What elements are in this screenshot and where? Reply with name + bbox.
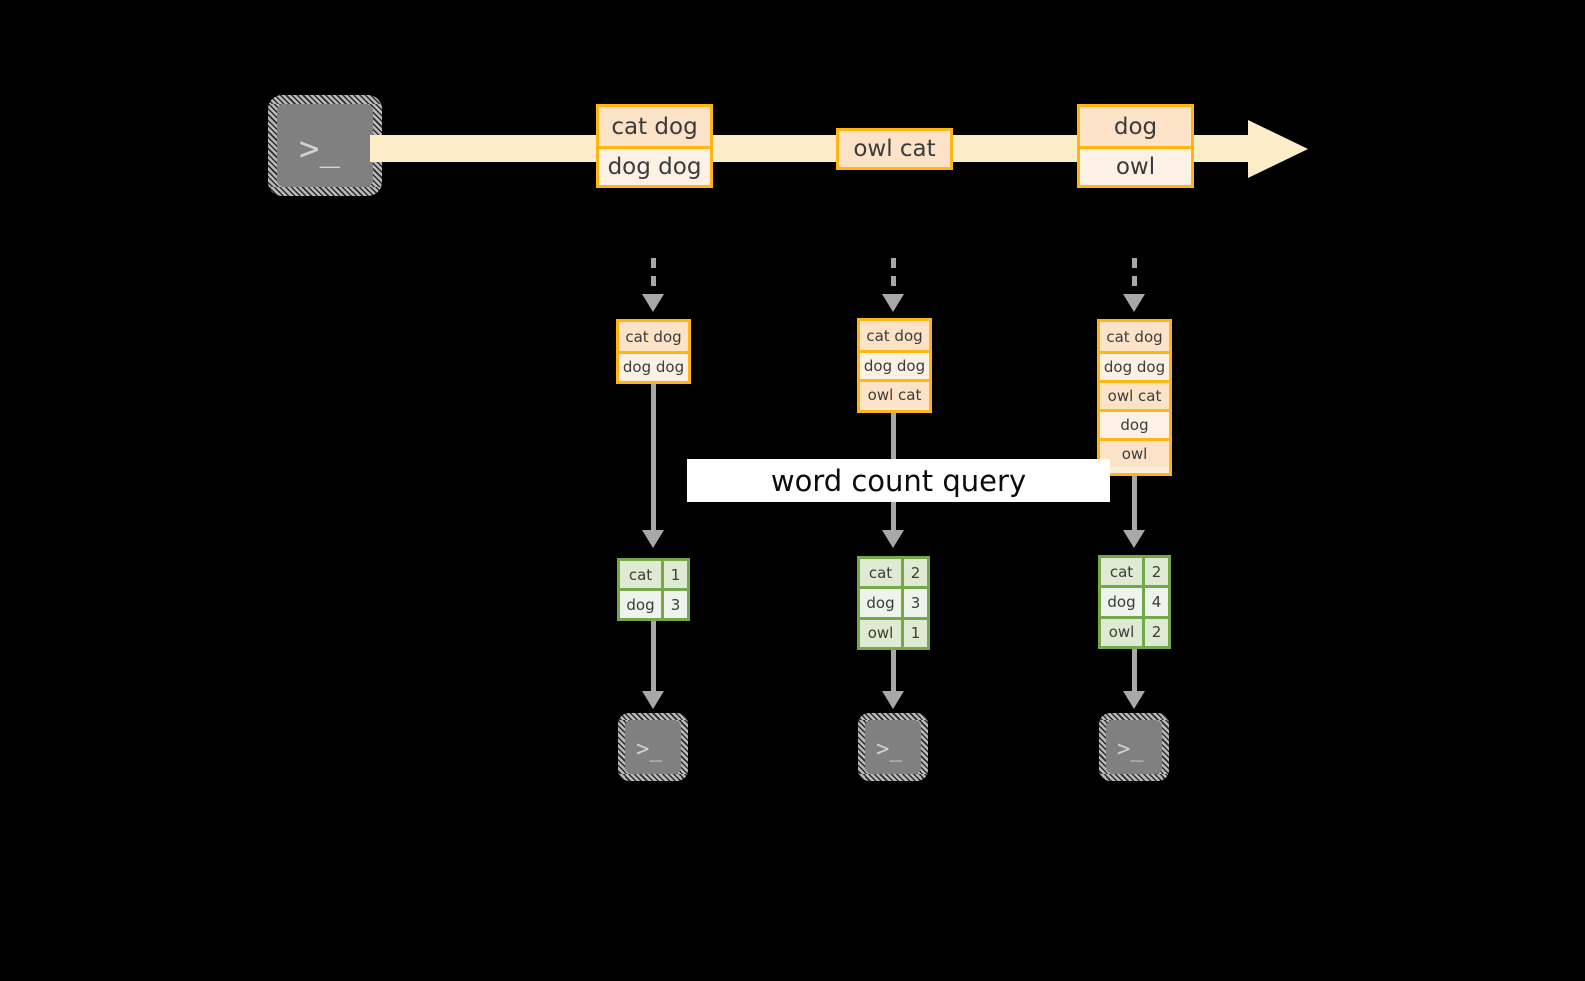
snapshot-row: owl	[1100, 438, 1169, 467]
result-key: cat	[1101, 558, 1145, 586]
terminal-prompt-glyph: >_	[299, 129, 340, 169]
terminal-screen: >_	[625, 720, 681, 774]
result-count: 3	[904, 589, 927, 617]
table-row: owl 1	[860, 616, 927, 647]
stream-to-snapshot-arrowhead-3	[1123, 294, 1145, 312]
result-count: 1	[664, 561, 687, 588]
result-table-2[interactable]: cat 2 dog 3 owl 1	[857, 556, 930, 650]
stream-message-group-3[interactable]: dog owl	[1077, 104, 1194, 188]
result-to-consumer-connector-3	[1132, 649, 1137, 693]
result-to-consumer-arrowhead-2	[882, 691, 904, 709]
terminal-screen: >_	[1106, 720, 1162, 774]
result-to-consumer-arrowhead-1	[642, 691, 664, 709]
result-key: dog	[620, 591, 664, 618]
snapshot-row: cat dog	[1100, 322, 1169, 351]
result-count: 3	[664, 591, 687, 618]
query-banner: word count query	[687, 459, 1110, 502]
result-table-3[interactable]: cat 2 dog 4 owl 2	[1098, 555, 1171, 649]
result-to-consumer-connector-2	[891, 650, 896, 693]
terminal-prompt-glyph: >_	[876, 737, 903, 762]
result-count: 1	[904, 619, 927, 647]
result-count: 2	[1145, 618, 1168, 646]
stream-message-group-1[interactable]: cat dog dog dog	[596, 104, 713, 188]
terminal-prompt-glyph: >_	[1117, 737, 1144, 762]
stream-message-cell: cat dog	[599, 107, 710, 146]
stream-message-cell: dog dog	[599, 146, 710, 185]
snapshot-to-result-arrowhead-2	[882, 530, 904, 548]
result-key: dog	[1101, 588, 1145, 616]
stream-to-snapshot-connector-1	[651, 258, 656, 296]
terminal-screen: >_	[277, 104, 373, 187]
snapshot-stack-1[interactable]: cat dog dog dog	[616, 319, 691, 384]
result-key: owl	[860, 619, 904, 647]
snapshot-row: owl cat	[1100, 380, 1169, 409]
result-count: 4	[1145, 588, 1168, 616]
result-table-1[interactable]: cat 1 dog 3	[617, 558, 690, 621]
consumer-terminal-icon-3: >_	[1099, 713, 1169, 781]
snapshot-to-result-connector-1	[651, 384, 656, 532]
table-row: dog 3	[860, 586, 927, 617]
result-to-consumer-connector-1	[651, 621, 656, 693]
snapshot-row: cat dog	[860, 321, 929, 350]
stream-message-cell: dog	[1080, 107, 1191, 146]
stream-message-cell: owl	[1080, 146, 1191, 185]
snapshot-stack-3[interactable]: cat dog dog dog owl cat dog owl	[1097, 319, 1172, 476]
result-key: owl	[1101, 618, 1145, 646]
result-key: dog	[860, 589, 904, 617]
result-to-consumer-arrowhead-3	[1123, 691, 1145, 709]
snapshot-to-result-arrowhead-3	[1123, 530, 1145, 548]
stream-to-snapshot-arrowhead-2	[882, 294, 904, 312]
snapshot-row: dog dog	[1100, 351, 1169, 380]
stream-to-snapshot-connector-2	[891, 258, 896, 296]
stream-to-snapshot-connector-3	[1132, 258, 1137, 296]
result-key: cat	[860, 559, 904, 587]
terminal-screen: >_	[865, 720, 921, 774]
consumer-terminal-icon-2: >_	[858, 713, 928, 781]
snapshot-row: dog dog	[619, 351, 688, 380]
producer-terminal-icon: >_	[268, 95, 382, 196]
snapshot-row: dog	[1100, 409, 1169, 438]
stream-to-snapshot-arrowhead-1	[642, 294, 664, 312]
stream-message-cell: owl cat	[839, 131, 950, 167]
result-count: 2	[1145, 558, 1168, 586]
stream-message-group-2[interactable]: owl cat	[836, 128, 953, 170]
query-banner-label: word count query	[770, 463, 1027, 498]
snapshot-to-result-arrowhead-1	[642, 530, 664, 548]
table-row: cat 2	[860, 559, 927, 587]
snapshot-row: cat dog	[619, 322, 688, 351]
result-count: 2	[904, 559, 927, 587]
terminal-prompt-glyph: >_	[636, 737, 663, 762]
snapshot-stack-2[interactable]: cat dog dog dog owl cat	[857, 318, 932, 413]
table-row: dog 3	[620, 588, 687, 618]
table-row: owl 2	[1101, 615, 1168, 646]
table-row: dog 4	[1101, 585, 1168, 616]
snapshot-to-result-connector-3	[1132, 476, 1137, 532]
snapshot-row: dog dog	[860, 350, 929, 379]
result-key: cat	[620, 561, 664, 588]
table-row: cat 2	[1101, 558, 1168, 586]
stream-arrow-head	[1248, 120, 1308, 178]
table-row: cat 1	[620, 561, 687, 588]
consumer-terminal-icon-1: >_	[618, 713, 688, 781]
snapshot-row: owl cat	[860, 379, 929, 408]
